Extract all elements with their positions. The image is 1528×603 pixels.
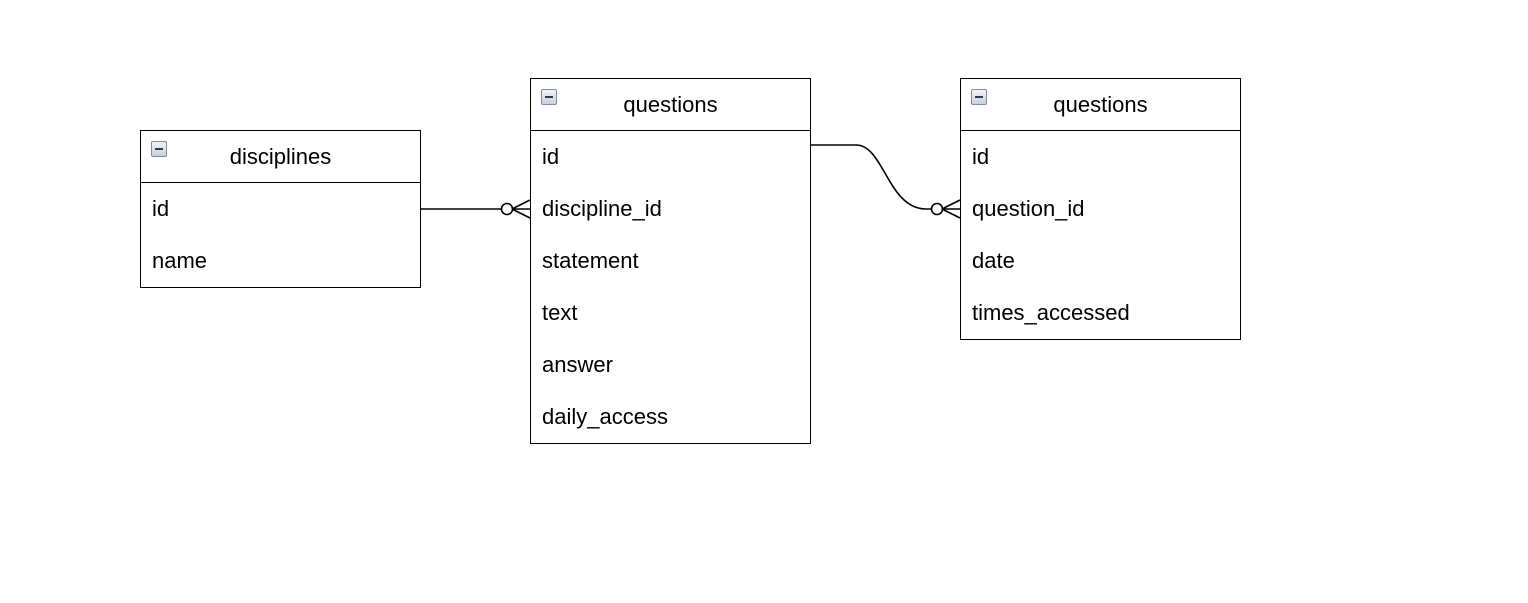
field-statement[interactable]: statement [542, 248, 639, 273]
entity-header: questions [531, 79, 810, 131]
field-id[interactable]: id [972, 144, 990, 169]
entity-questions[interactable]: questions id discipline_id statement tex… [530, 78, 811, 444]
field-date[interactable]: date [972, 248, 1015, 273]
relationship-disciplines-questions[interactable] [421, 199, 531, 219]
field-answer[interactable]: answer [542, 352, 613, 377]
field-id[interactable]: id [152, 196, 170, 221]
relationship-questions-question-access[interactable] [811, 144, 961, 219]
field-list: id question_id date times_accessed [961, 131, 1240, 339]
zero-optionality-marker [930, 202, 944, 216]
collapse-icon[interactable] [541, 89, 557, 105]
entity-title: questions [623, 91, 718, 117]
field-discipline-id[interactable]: discipline_id [542, 196, 662, 221]
entity-header: questions [961, 79, 1240, 131]
field-text[interactable]: text [542, 300, 578, 325]
entity-disciplines[interactable]: disciplines id name [140, 130, 421, 288]
field-question-id[interactable]: question_id [972, 196, 1085, 221]
zero-optionality-marker [500, 202, 514, 216]
crows-foot-marker [941, 199, 961, 219]
field-daily-access[interactable]: daily_access [542, 404, 668, 429]
collapse-icon[interactable] [971, 89, 987, 105]
entity-header: disciplines [141, 131, 420, 183]
field-id[interactable]: id [542, 144, 560, 169]
field-list: id discipline_id statement text answer d… [531, 131, 810, 443]
collapse-icon[interactable] [151, 141, 167, 157]
field-name[interactable]: name [152, 248, 208, 273]
field-times-accessed[interactable]: times_accessed [972, 300, 1130, 325]
entity-title: disciplines [229, 143, 332, 169]
crows-foot-marker [511, 199, 531, 219]
field-list: id name [141, 183, 420, 287]
entity-questions-access[interactable]: questions id question_id date times_acce… [960, 78, 1241, 340]
entity-title: questions [1053, 91, 1148, 117]
